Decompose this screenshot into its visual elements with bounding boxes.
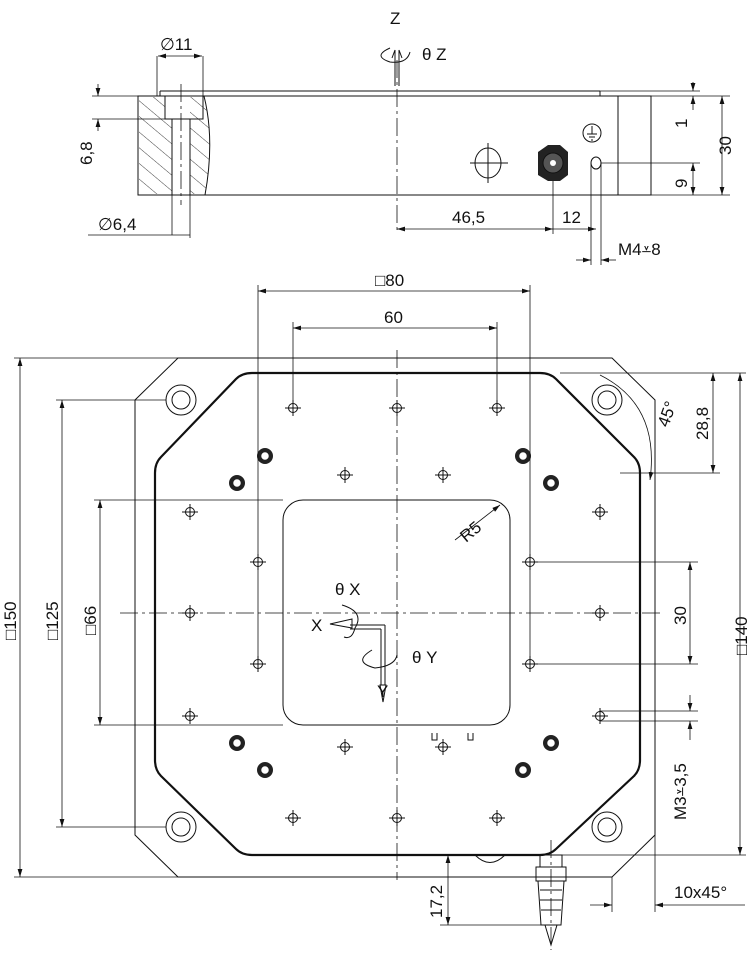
hole-crosshair — [592, 504, 608, 520]
xy-axes: X Y θ X θ Y — [311, 580, 438, 703]
dim-square-80: □80 — [375, 271, 404, 290]
dim-offset: 46,5 — [452, 208, 485, 227]
hole-crosshair — [389, 810, 405, 826]
hole-crosshair — [435, 739, 451, 755]
screw-socket — [259, 764, 271, 776]
rotation-z-label: θ Z — [422, 45, 447, 64]
dim-17-2: 17,2 — [427, 885, 446, 918]
dim-square-125: □125 — [43, 601, 62, 640]
screw-socket — [545, 477, 557, 489]
dim-45: 45° — [654, 399, 681, 430]
axis-y-label: Y — [377, 682, 388, 701]
dim-pitch: 12 — [562, 208, 581, 227]
dim-center: 9 — [672, 179, 691, 188]
top-view: X Y θ X θ Y □80 60 □150 □125 — [1, 271, 750, 950]
rotation-y-label: θ Y — [412, 648, 438, 667]
hole-crosshair — [337, 467, 353, 483]
connector-front — [470, 123, 602, 183]
dim-step: 1 — [672, 119, 691, 128]
dim-square-150: □150 — [1, 601, 20, 640]
hole-crosshair — [489, 810, 505, 826]
cable-connector — [474, 840, 567, 950]
dim-thread: M4⩡8 — [618, 240, 661, 259]
dim-hole: ∅6,4 — [98, 215, 136, 234]
dim-square-66: □66 — [81, 606, 100, 635]
hole-crosshair — [182, 504, 198, 520]
dim-30: 30 — [671, 606, 690, 625]
hole-crosshair — [435, 467, 451, 483]
hole-crosshair — [285, 810, 301, 826]
dim-height: 30 — [716, 136, 735, 155]
dim-60: 60 — [384, 308, 403, 327]
dim-chamfer: 10x45° — [674, 883, 727, 902]
inner-outline — [153, 371, 642, 857]
dim-square-140: □140 — [732, 616, 750, 655]
hole-crosshair — [182, 605, 198, 621]
screw-socket — [231, 477, 243, 489]
dim-r5: R5 — [456, 518, 485, 547]
hole-crosshair — [592, 605, 608, 621]
screw-socket — [545, 737, 557, 749]
hole-crosshair — [592, 708, 608, 724]
screw-socket — [231, 737, 243, 749]
screw-heads — [229, 448, 559, 778]
screw-socket — [259, 450, 271, 462]
dim-28-8: 28,8 — [693, 407, 712, 440]
hole-crosshair — [182, 708, 198, 724]
rotation-x-label: θ X — [335, 580, 361, 599]
side-view: Z θ Z ∅11 6,8 ∅6,4 46,5 12 — [77, 9, 735, 265]
screw-socket — [517, 450, 529, 462]
outer-outline — [134, 357, 656, 878]
screw-socket — [517, 764, 529, 776]
dim-depth: 6,8 — [77, 141, 96, 165]
hole-crosshair — [337, 739, 353, 755]
axis-z-label: Z — [390, 9, 400, 28]
dim-counterbore: ∅11 — [160, 35, 192, 54]
dim-m3: M3⩡3,5 — [671, 763, 690, 820]
corner-holes — [165, 384, 623, 843]
axis-x-label: X — [311, 616, 322, 635]
hole-crosshair — [389, 400, 405, 416]
center-window — [282, 499, 511, 726]
